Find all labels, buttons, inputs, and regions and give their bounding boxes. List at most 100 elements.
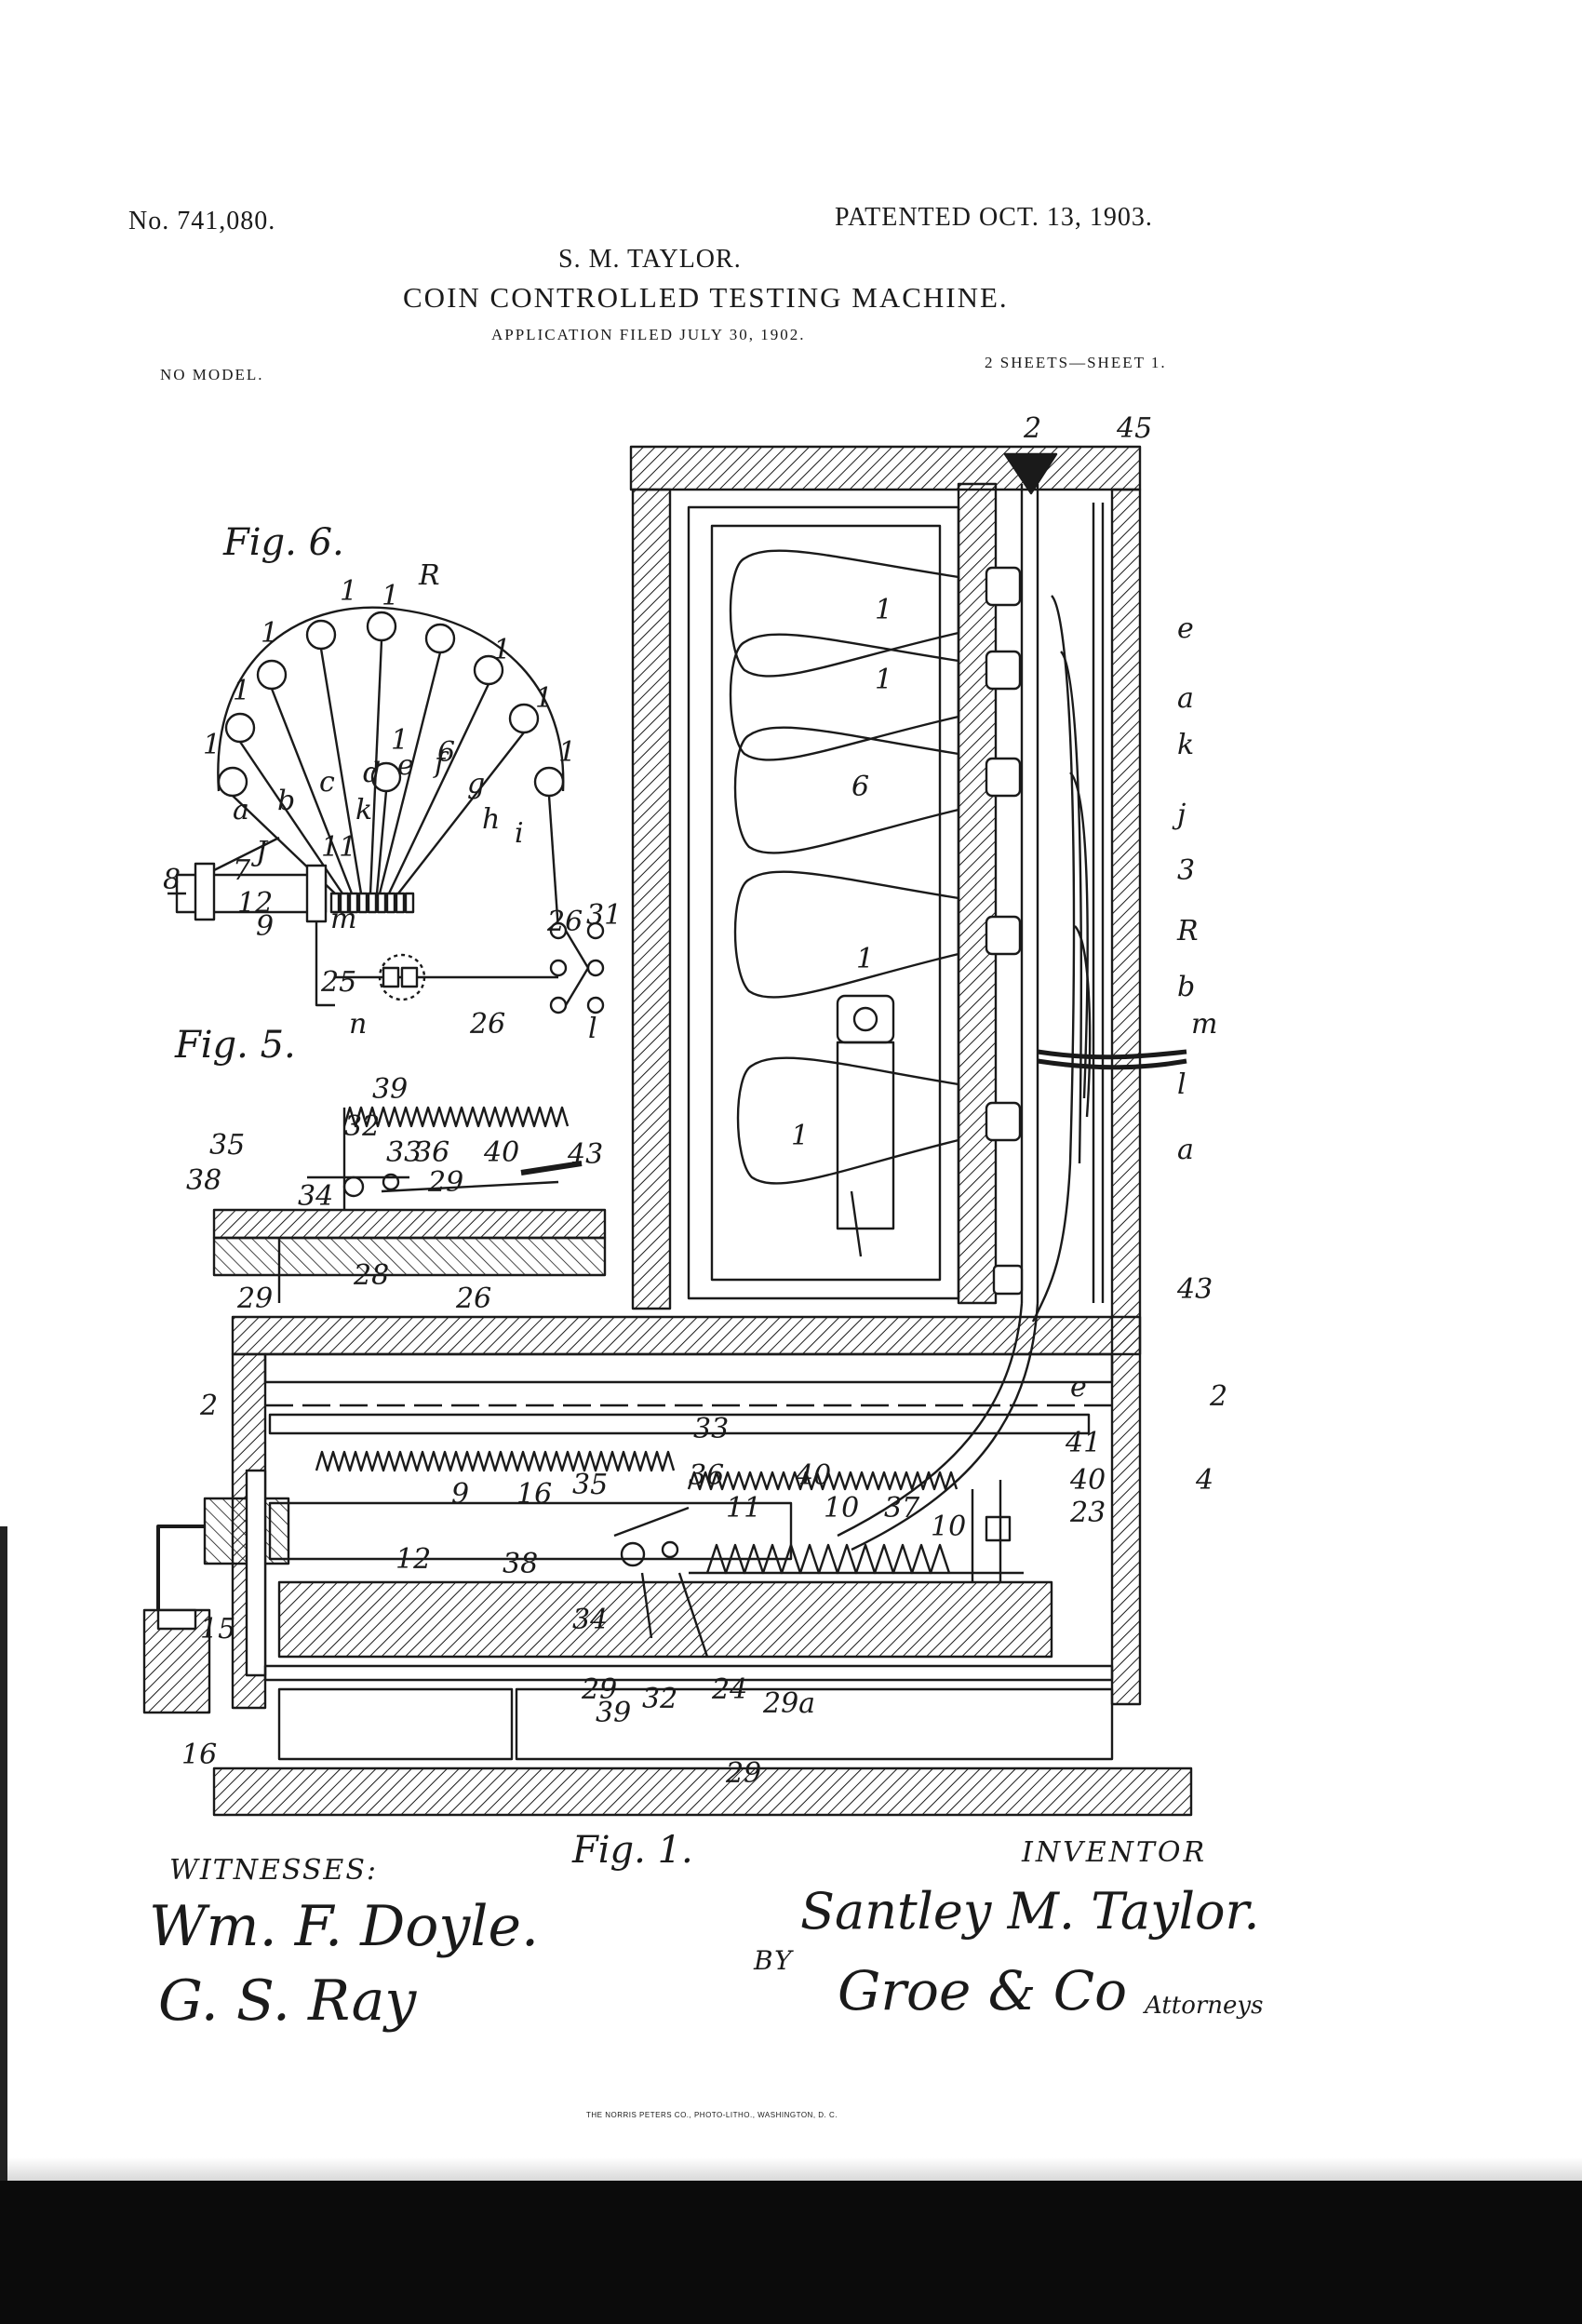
attorney-signature: Groe & Co — [838, 1959, 1128, 2022]
fig1-reference-label: 35 — [572, 1469, 608, 1501]
fig1-reference-label: l — [1177, 1068, 1186, 1101]
inventor-name: S. M. TAYLOR. — [558, 245, 742, 274]
scan-left-edge — [0, 1526, 7, 2181]
by-label: BY — [754, 1945, 794, 1976]
fig1-reference-label: 43 — [1176, 1273, 1213, 1306]
fig6-reference-label: 12 — [237, 887, 273, 920]
witnesses-label: WITNESSES: — [169, 1854, 378, 1887]
fig6-reference-label: 25 — [320, 966, 356, 999]
fig1-reference-label: 33 — [693, 1413, 729, 1445]
scan-border — [0, 2181, 1582, 2324]
fig1-reference-label: 16 — [181, 1739, 217, 1771]
fig5-reference-label: 39 — [372, 1073, 408, 1106]
inventor-label: INVENTOR — [1022, 1836, 1208, 1869]
patent-title: COIN CONTROLLED TESTING MACHINE. — [403, 281, 1009, 314]
fig1-reference-label: 38 — [503, 1548, 538, 1580]
fig1-reference-label: 1 — [875, 664, 892, 696]
fig1-spring — [315, 1450, 676, 1472]
fig6-reference-label: c — [319, 766, 335, 799]
fig5-reference-label: 34 — [298, 1180, 333, 1213]
fig6-reference-label: 26 — [469, 1008, 505, 1041]
scan-shadow — [0, 2157, 1582, 2182]
fig1-reference-label: k — [1177, 729, 1194, 761]
model-note: NO MODEL. — [160, 366, 264, 383]
fig6-reference-label: 1 — [203, 729, 221, 761]
fig6-reference-label: k — [355, 794, 372, 826]
fig1-reference-label: 11 — [726, 1492, 761, 1525]
sheet-note: 2 SHEETS—SHEET 1. — [985, 354, 1167, 371]
fig1-reference-label: 45 — [1116, 412, 1152, 445]
fig6-reference-label: g — [467, 768, 485, 800]
fig6-reference-label: 11 — [321, 831, 356, 864]
fig6-reference-label: e — [397, 749, 414, 782]
fig6-reference-label: 1 — [391, 724, 409, 757]
fig6-reference-label: 1 — [493, 634, 511, 666]
printer-imprint: THE NORRIS PETERS CO., PHOTO-LITHO., WAS… — [586, 2111, 838, 2119]
fig6-reference-label: 1 — [382, 580, 399, 612]
fig1-reference-label: 34 — [572, 1604, 608, 1636]
fig1-reference-label: 12 — [396, 1543, 431, 1576]
fig1-reference-label: 39 — [596, 1697, 631, 1729]
fig1-reference-label: b — [1177, 971, 1195, 1003]
fig1-sockets — [985, 566, 1024, 1296]
fig5-reference-label: 38 — [186, 1164, 221, 1197]
fig1-reference-label: 10 — [824, 1492, 859, 1525]
fig5-reference-label: 36 — [414, 1136, 449, 1169]
fig1-reference-label: 16 — [516, 1478, 552, 1511]
fig6-reference-label: h — [482, 803, 500, 836]
fig5-reference-label: 33 — [386, 1136, 422, 1169]
fig1-reference-label: 2 — [199, 1390, 218, 1422]
fig1-reference-label: 9 — [451, 1478, 469, 1511]
fig1-reference-label: 36 — [689, 1459, 724, 1492]
fig6-reference-label: d — [363, 757, 381, 789]
fig6-reference-label: n — [349, 1008, 367, 1041]
fig5-reference-label: 43 — [567, 1138, 603, 1171]
fig6-reference-label: 8 — [163, 864, 181, 896]
patent-number: No. 741,080. — [128, 207, 276, 235]
fig5-reference-label: 32 — [344, 1110, 380, 1143]
fig1-reference-label: 32 — [642, 1683, 677, 1715]
fig1-reference-label: 23 — [1069, 1497, 1106, 1529]
fig6-reference-label: 26 — [546, 906, 583, 938]
fig6-reference-label: 7 — [233, 854, 251, 887]
fig1-reference-label: 41 — [1065, 1427, 1101, 1459]
fig1-reference-label: 24 — [711, 1673, 747, 1706]
fig6-wiring — [168, 606, 605, 1014]
application-filed: APPLICATION FILED JULY 30, 1902. — [491, 326, 806, 343]
fig1-reference-label: 40 — [1069, 1464, 1106, 1497]
fig6-reference-label: l — [588, 1013, 597, 1045]
fig6-reference-label: m — [330, 903, 356, 935]
fig1-reference-label: R — [1176, 915, 1199, 947]
fig1-reference-label: e — [1177, 612, 1194, 645]
fig6-reference-label: 1 — [261, 617, 278, 650]
fig1-reference-label: 3 — [1177, 854, 1195, 887]
fig1-bulbs — [729, 549, 960, 1185]
witness-2-signature: G. S. Ray — [158, 1968, 417, 2034]
fig1-reference-label: 2 — [1209, 1380, 1227, 1413]
fig6-reference-label: 1 — [233, 675, 250, 707]
fig6-reference-label: J — [250, 836, 269, 868]
fig1-reference-label: 10 — [931, 1511, 966, 1543]
fig6-reference-label: 6 — [437, 736, 455, 769]
inventor-signature: Santley M. Taylor. — [800, 1882, 1260, 1941]
fig6-reference-label: 1 — [535, 682, 553, 715]
patented-date: PATENTED OCT. 13, 1903. — [835, 203, 1153, 232]
fig1-reference-label: 2 — [1023, 412, 1041, 445]
fig1-reference-label: 1 — [856, 943, 874, 975]
fig1-reference-label: 6 — [851, 771, 869, 803]
fig1-reference-label: 1 — [791, 1120, 809, 1152]
attorney-label: Attorneys — [1145, 1992, 1264, 2020]
fig5-reference-label: 28 — [353, 1259, 389, 1292]
fig5-reference-label: 40 — [483, 1136, 519, 1169]
fig6-reference-label: R — [418, 559, 440, 592]
fig6-reference-label: b — [277, 785, 295, 817]
fig6-reference-label: i — [515, 817, 524, 850]
fig6-reference-label: 9 — [256, 910, 274, 943]
fig1-reference-label: 29 — [725, 1757, 761, 1790]
fig1-reference-label: 4 — [1195, 1464, 1213, 1497]
fig5-reference-label: 29 — [427, 1166, 463, 1199]
